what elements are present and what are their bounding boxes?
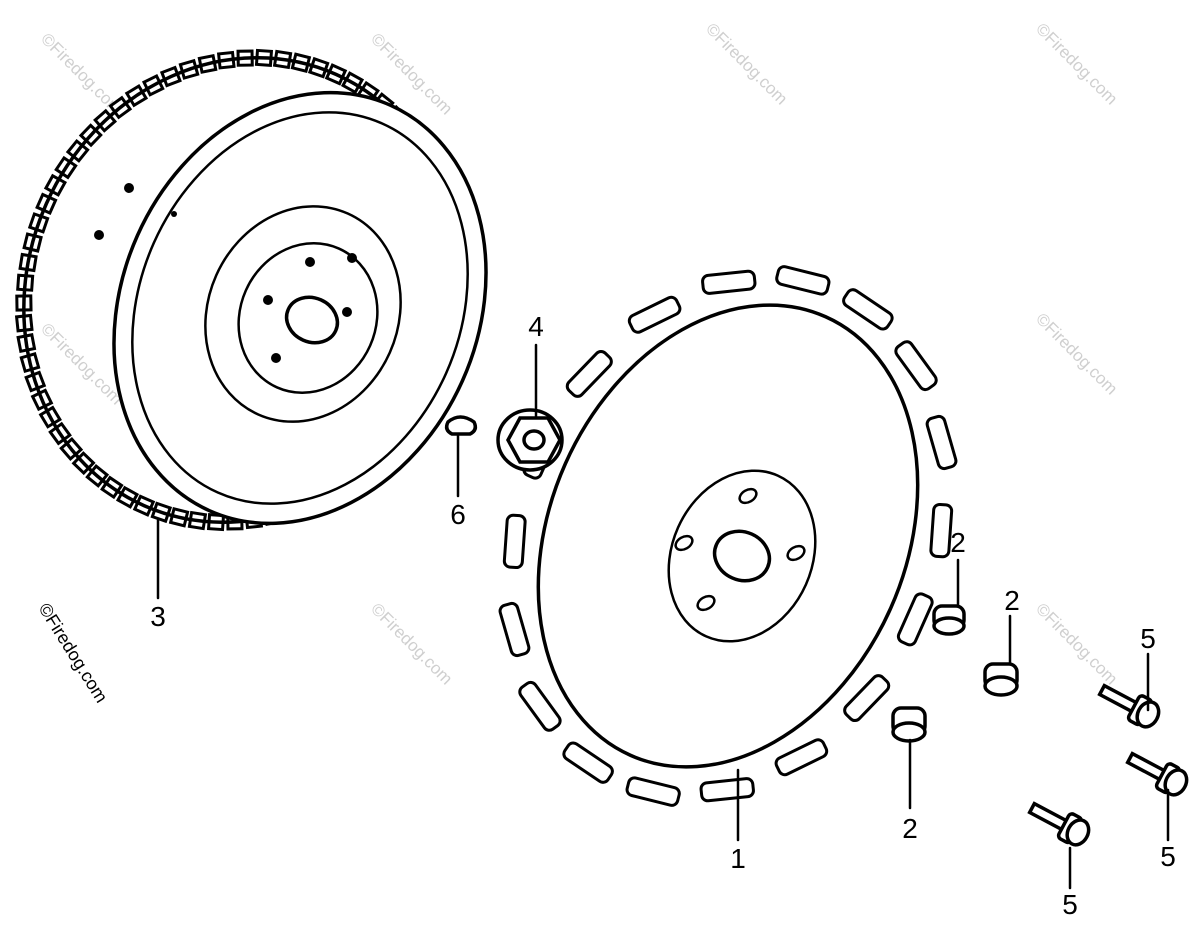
watermark: ©Firedog.com <box>1032 19 1121 108</box>
watermark: ©Firedog.com <box>367 599 456 688</box>
callouts: 3 1 4 6 2 2 2 5 5 5 <box>150 311 1176 920</box>
fan-blade <box>929 502 954 559</box>
watermark: ©Firedog.com <box>702 19 791 108</box>
cooling-fan <box>498 265 958 807</box>
callout-fan: 1 <box>730 843 746 874</box>
flange-nut <box>496 408 564 472</box>
flywheel-ring-gear <box>14 48 488 532</box>
fan-blade <box>775 265 831 296</box>
fan-blade <box>498 601 531 658</box>
callout-bolt-b: 5 <box>1160 841 1176 872</box>
fan-blade <box>701 269 757 295</box>
fan-blade <box>562 741 614 784</box>
bolt-b <box>1125 751 1189 797</box>
fan-blade <box>843 674 891 723</box>
fan-blade <box>502 513 527 570</box>
leader-lines <box>156 343 1170 890</box>
side-watermark: ©Firedog.com <box>35 600 112 707</box>
bolt-a <box>1097 683 1161 729</box>
watermark: ©Firedog.com <box>1032 309 1121 398</box>
collar-a <box>932 604 966 636</box>
callout-key: 6 <box>450 499 466 530</box>
collar-c <box>891 706 927 743</box>
fan-blade <box>842 288 894 331</box>
callout-bolt-c: 5 <box>1062 889 1078 920</box>
fan-blade <box>627 295 682 334</box>
watermark: ©Firedog.com <box>1032 599 1121 688</box>
callout-collar-a: 2 <box>950 527 966 558</box>
fan-blade <box>699 777 755 803</box>
fan-blade <box>565 349 613 398</box>
fan-blade <box>894 340 938 392</box>
bolts <box>1027 683 1189 847</box>
callout-flywheel: 3 <box>150 601 166 632</box>
callout-nut: 4 <box>528 311 544 342</box>
fan-blade <box>518 680 562 732</box>
woodruff-key <box>444 415 478 436</box>
fan-blade <box>625 776 681 807</box>
fan-blade <box>925 414 958 471</box>
fan-blade <box>896 592 934 647</box>
callout-collar-b: 2 <box>1004 585 1020 616</box>
callout-bolt-a: 5 <box>1140 623 1156 654</box>
fan-blade <box>774 738 829 777</box>
collar-b <box>983 662 1019 697</box>
bolt-c <box>1027 801 1091 847</box>
collars <box>891 604 1019 743</box>
callout-collar-c: 2 <box>902 813 918 844</box>
